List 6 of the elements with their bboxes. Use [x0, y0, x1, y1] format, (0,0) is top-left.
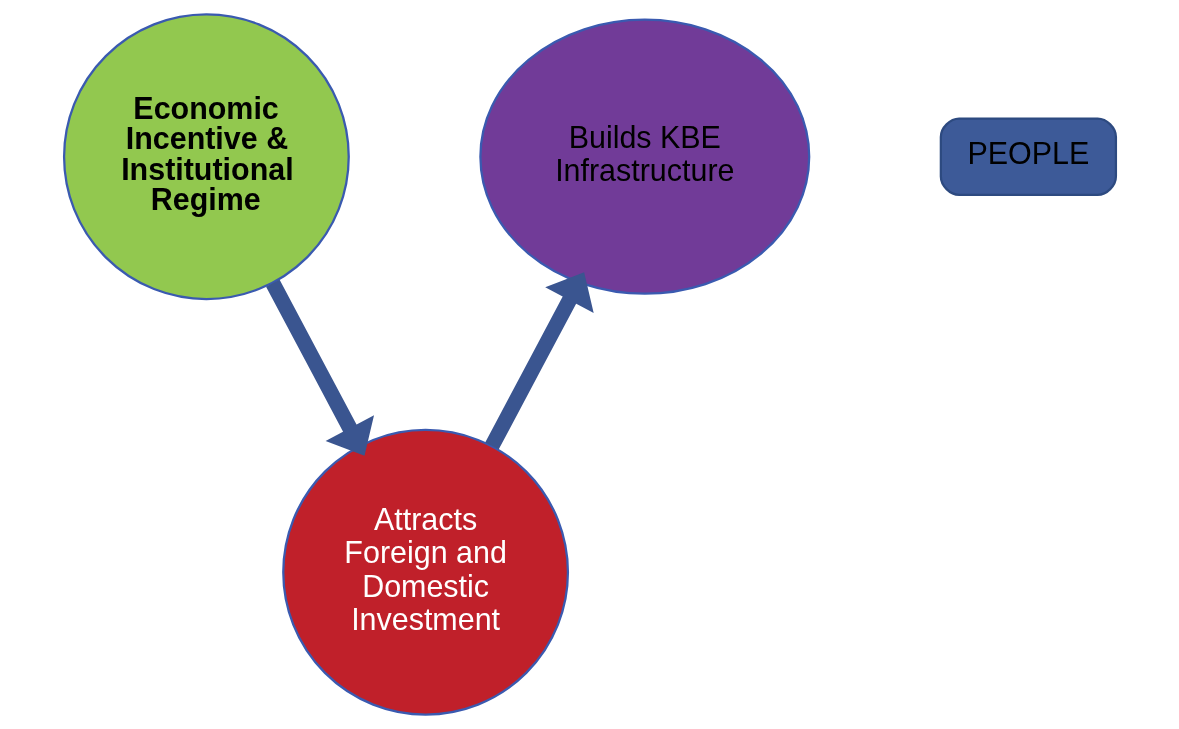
arrow: [484, 272, 594, 450]
arrow: [265, 279, 374, 456]
node-box: PEOPLE: [939, 117, 1117, 196]
node-circle: Attracts Foreign and Domestic Investment: [281, 428, 569, 716]
node-ellipse: Builds KBE Infrastructure: [478, 18, 810, 295]
node-circle: Economic Incentive & Institutional Regime: [62, 13, 350, 301]
